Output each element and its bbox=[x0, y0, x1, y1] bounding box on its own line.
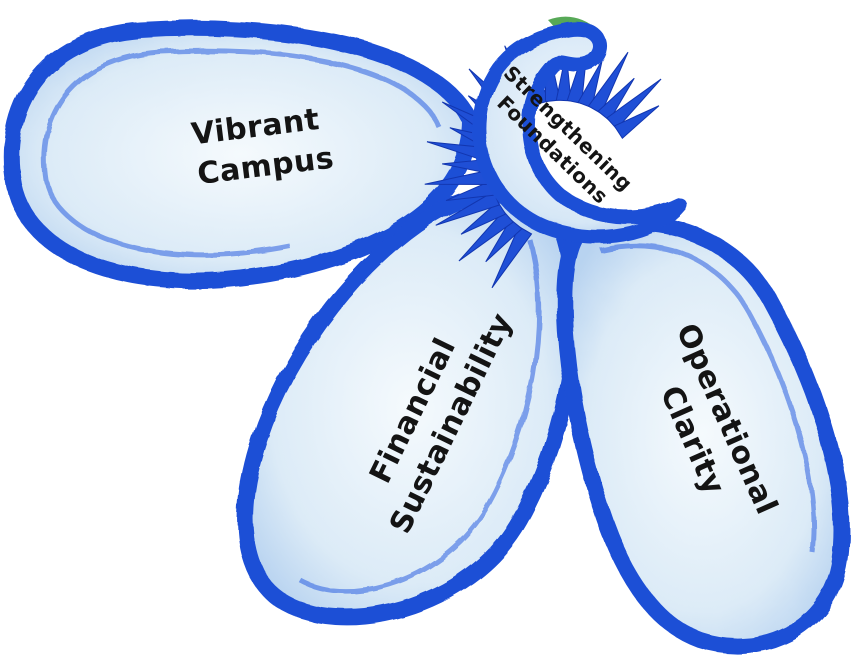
strategy-flower-diagram: Vibrant Campus Financial Sustainability … bbox=[0, 0, 856, 658]
